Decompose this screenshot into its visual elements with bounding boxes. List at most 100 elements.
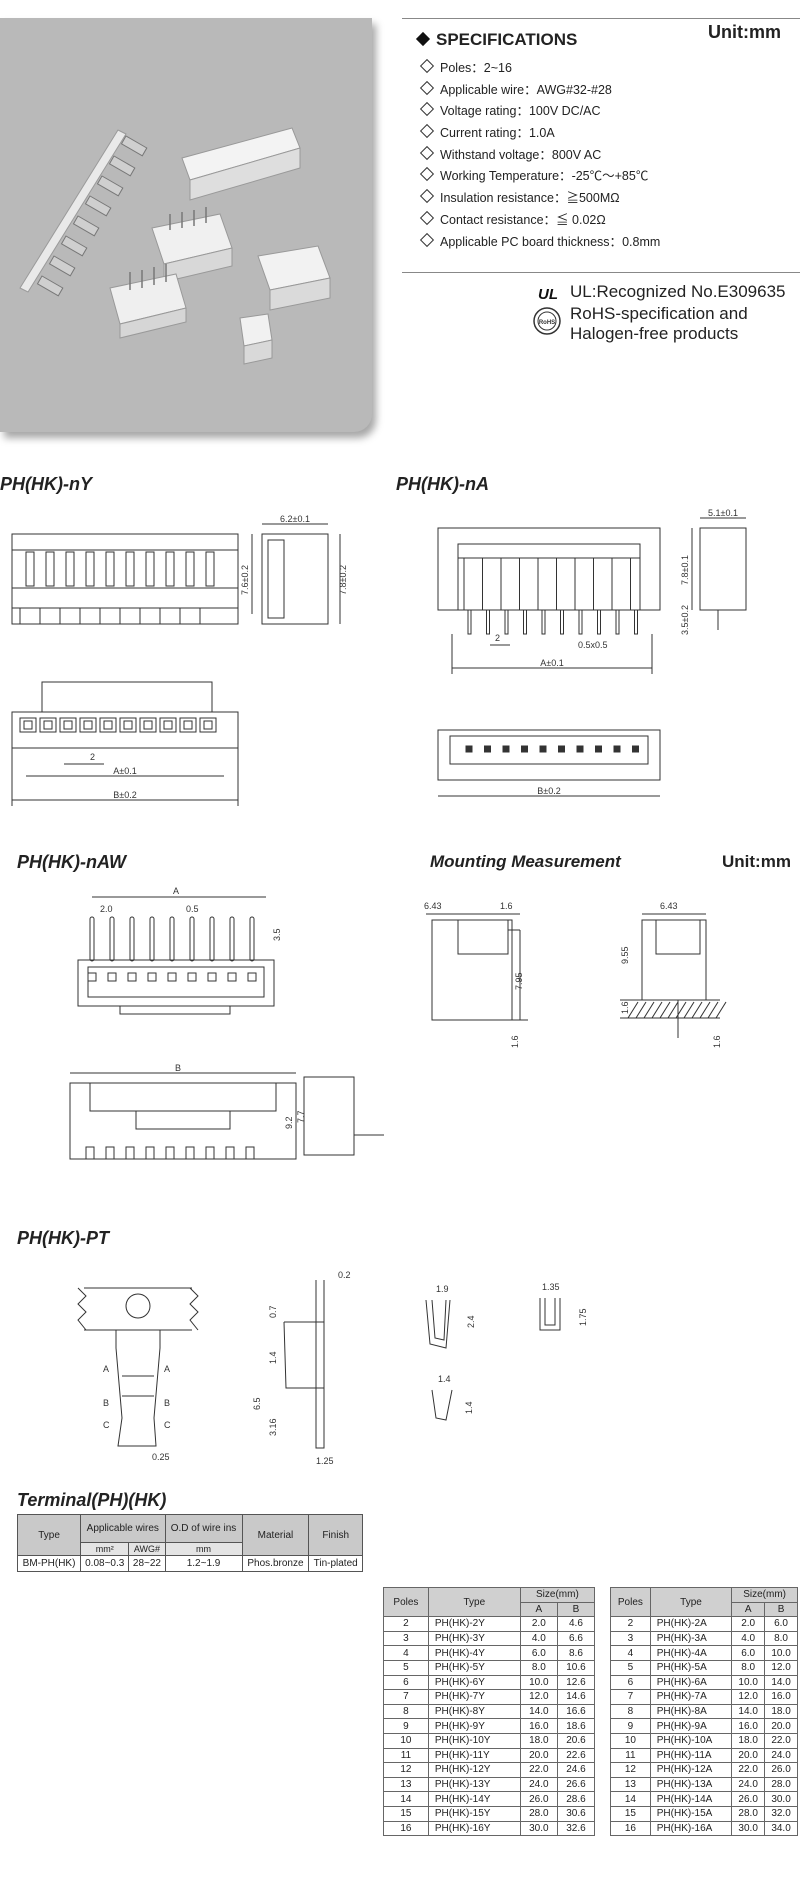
svg-text:2: 2: [90, 752, 95, 762]
svg-text:1.6: 1.6: [620, 1001, 630, 1014]
svg-text:C: C: [103, 1420, 110, 1430]
drawing-na: A±0.1 2 0.5x0.5 5.1±0.1 7.8±0.1 3.5±0.2 …: [437, 508, 747, 797]
terminal-subheader: mm²: [80, 1542, 130, 1556]
spec-item: Insulation resistance：≧500MΩ: [419, 188, 660, 210]
section-title-mounting: Mounting Measurement: [430, 852, 621, 871]
rohs-text-2: Halogen-free products: [570, 324, 739, 343]
section-title-na: PH(HK)-nA: [396, 474, 489, 494]
connector-illustration: [19, 127, 331, 365]
svg-text:9.2: 9.2: [284, 1116, 294, 1129]
svg-text:A±0.1: A±0.1: [540, 658, 563, 668]
hollow-diamond-icon: [419, 210, 435, 225]
svg-text:0.2: 0.2: [338, 1270, 351, 1280]
svg-text:0.5: 0.5: [186, 904, 199, 914]
terminal-subheader: mm: [164, 1542, 243, 1556]
svg-text:6.43: 6.43: [660, 901, 678, 911]
terminal-strip: [19, 129, 148, 297]
svg-text:2.4: 2.4: [466, 1315, 476, 1328]
section-title-naw: PH(HK)-nAW: [17, 852, 126, 872]
svg-text:7.95: 7.95: [514, 972, 524, 990]
hollow-diamond-icon: [419, 102, 435, 117]
svg-text:6.5: 6.5: [252, 1397, 262, 1410]
svg-text:RoHS: RoHS: [539, 320, 555, 326]
svg-text:9.55: 9.55: [620, 946, 630, 964]
terminal-table: Type Applicable wires O.D of wire ins Ma…: [16, 1514, 363, 1572]
section-title-ny: PH(HK)-nY: [0, 474, 92, 494]
drawing-mounting: 6.43 1.6 7.95 1.6 6.43 9.55 1.6 1.6: [424, 901, 727, 1048]
svg-text:3.5±0.2: 3.5±0.2: [680, 605, 690, 635]
svg-text:A: A: [164, 1364, 170, 1374]
svg-text:1.35: 1.35: [542, 1282, 560, 1292]
spec-item: Applicable wire：AWG#32-#28: [419, 80, 660, 102]
drawing-ny: 6.2±0.1 7.6±0.2 7.8±0.2 2 A±0.1 B±0.2: [11, 514, 348, 806]
unit-label: Unit:mm: [708, 22, 781, 42]
mounting-unit-label: Unit:mm: [722, 852, 791, 871]
spec-list: Poles：2~16 Applicable wire：AWG#32-#28 Vo…: [419, 58, 660, 254]
spec-item: Current rating：1.0A: [419, 123, 660, 145]
spec-item: Poles：2~16: [419, 58, 660, 80]
spec-title: SPECIFICATIONS: [436, 30, 578, 49]
hollow-diamond-icon: [419, 80, 435, 95]
terminal-header: Finish: [308, 1514, 363, 1556]
svg-text:1.75: 1.75: [578, 1308, 588, 1326]
svg-text:1.6: 1.6: [500, 901, 513, 911]
svg-text:7.7: 7.7: [296, 1110, 306, 1123]
svg-text:B: B: [175, 1063, 181, 1073]
rohs-seal-icon: RoHS: [533, 307, 561, 335]
ul-recognition: UL:Recognized No.E309635: [570, 282, 786, 301]
drawing-naw: A 2.0 0.5 3.5 B 9.2 7.7: [69, 886, 384, 1160]
section-title-terminal: Terminal(PH)(HK): [17, 1490, 167, 1510]
hollow-diamond-icon: [419, 167, 435, 182]
svg-text:1.4: 1.4: [268, 1351, 278, 1364]
svg-text:2: 2: [495, 633, 500, 643]
svg-text:7.6±0.2: 7.6±0.2: [240, 565, 250, 595]
svg-text:1.4: 1.4: [438, 1374, 451, 1384]
spec-item: Contact resistance：≦ 0.02Ω: [419, 210, 660, 232]
svg-text:B: B: [164, 1398, 170, 1408]
svg-text:0.7: 0.7: [268, 1305, 278, 1318]
ul-logo-icon: UL: [538, 286, 558, 303]
svg-text:UL: UL: [538, 286, 558, 303]
spec-item: Voltage rating：100V DC/AC: [419, 101, 660, 123]
terminal-subheader: AWG#: [128, 1542, 166, 1556]
svg-text:7.8±0.2: 7.8±0.2: [338, 565, 348, 595]
table-row: BM-PH(HK) 0.08~0.3 28~22 1.2~1.9 Phos.br…: [16, 1555, 363, 1572]
hollow-diamond-icon: [419, 123, 435, 139]
product-photo: [0, 18, 372, 432]
svg-text:5.1±0.1: 5.1±0.1: [708, 508, 738, 518]
spec-top-rule: [402, 18, 800, 19]
svg-text:0.5x0.5: 0.5x0.5: [578, 640, 608, 650]
diamond-bullet-icon: [415, 31, 431, 47]
spec-item: Applicable PC board thickness：0.8mm: [419, 232, 660, 254]
svg-text:0.25: 0.25: [152, 1452, 170, 1462]
svg-text:1.4: 1.4: [464, 1401, 474, 1414]
drawing-pt: A A B B C C 0.25 0.2 0.7 1.4 6.5 3.16 1.…: [77, 1270, 588, 1466]
spec-item: Withstand voltage：800V AC: [419, 145, 660, 167]
svg-text:C: C: [164, 1420, 171, 1430]
terminal-header: Material: [241, 1514, 310, 1556]
